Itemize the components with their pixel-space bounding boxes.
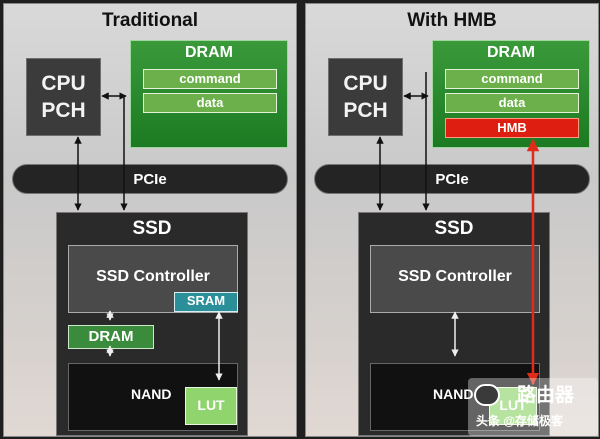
- cpu-pch-box: CPU PCH: [328, 58, 403, 136]
- ssd-dram-block: DRAM: [68, 325, 154, 349]
- dram-command-block: command: [143, 69, 277, 89]
- host-dram-box: DRAM command data HMB: [432, 40, 590, 148]
- panel-title: Traditional: [101, 10, 199, 31]
- host-dram-box: DRAM command data: [130, 40, 288, 148]
- pcie-bus: PCIe: [12, 164, 288, 194]
- ssd-title: SSD: [434, 218, 474, 239]
- router-logo-icon: [474, 384, 500, 406]
- with-hmb-panel: With HMB CPU PCH DRAM command data HMB PC…: [305, 3, 599, 437]
- host-dram-title: DRAM: [185, 44, 233, 61]
- ssd-controller-label: SSD Controller: [398, 268, 512, 285]
- sram-block: SRAM: [174, 292, 238, 312]
- ssd-title: SSD: [132, 218, 172, 239]
- pch-label: PCH: [343, 99, 388, 122]
- cpu-pch-box: CPU PCH: [26, 58, 101, 136]
- cpu-label: CPU: [343, 72, 388, 95]
- ssd-controller-box: SSD Controller: [68, 245, 238, 313]
- watermark-brand: 路由器: [517, 385, 575, 406]
- pcie-bus: PCIe: [314, 164, 590, 194]
- hmb-block: HMB: [445, 118, 579, 138]
- ssd-controller-box: SSD Controller: [370, 245, 540, 313]
- dram-data-block: data: [445, 93, 579, 113]
- cpu-label: CPU: [41, 72, 86, 95]
- ssd-controller-label: SSD Controller: [96, 268, 210, 285]
- ssd-box: SSD SSD Controller SRAM DRAM NAND LUT: [56, 212, 248, 436]
- dram-data-block: data: [143, 93, 277, 113]
- pch-label: PCH: [41, 99, 86, 122]
- watermark-author: 头条 @存储极客: [476, 414, 564, 428]
- watermark: 路由器 头条 @存储极客: [468, 378, 598, 436]
- traditional-panel: Traditional CPU PCH DRAM command data PCI…: [3, 3, 297, 437]
- nand-label: NAND: [433, 386, 474, 402]
- nand-label: NAND: [131, 386, 172, 402]
- dram-command-block: command: [445, 69, 579, 89]
- host-dram-title: DRAM: [487, 44, 535, 61]
- panel-title: With HMB: [407, 10, 497, 31]
- lut-block: LUT: [185, 387, 237, 425]
